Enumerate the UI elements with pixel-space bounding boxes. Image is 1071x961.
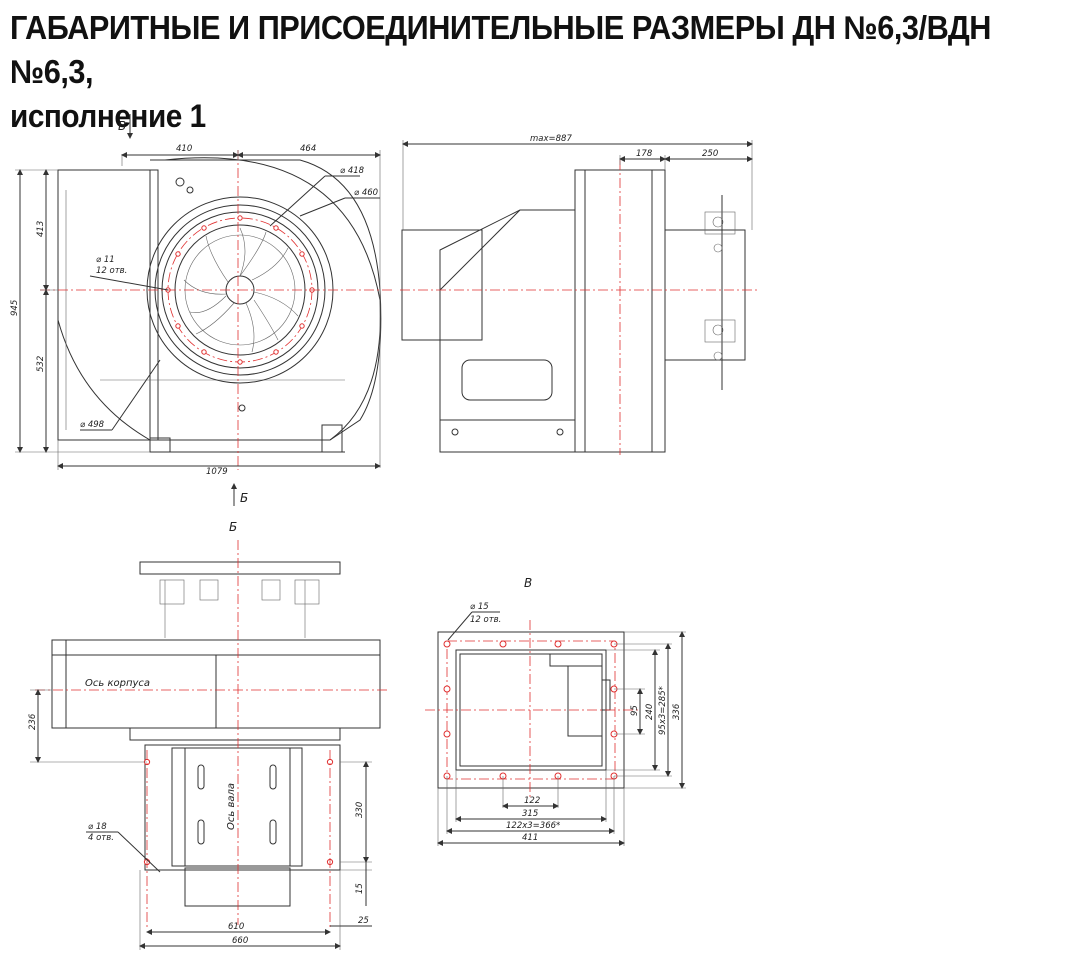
bottom-view: Б Ось корпуса Ось вала bbox=[28, 520, 390, 950]
dim-15: 15 bbox=[355, 883, 365, 894]
flange-dim-122: 122 bbox=[524, 796, 540, 806]
dim-330: 330 bbox=[355, 802, 365, 818]
front-view: 410 464 945 413 532 1079 ⌀ 418 ⌀ 460 ⌀ 1… bbox=[10, 114, 395, 506]
axis-body-label: Ось корпуса bbox=[85, 678, 150, 689]
flange-dim-122x3: 122x3=366* bbox=[506, 821, 560, 831]
page-title: ГАБАРИТНЫЕ И ПРИСОЕДИНИТЕЛЬНЫЕ РАЗМЕРЫ Д… bbox=[10, 6, 991, 138]
dim-d498: ⌀ 498 bbox=[80, 420, 105, 430]
dim-max887: max=887 bbox=[530, 134, 572, 144]
bottom-view-label: Б bbox=[229, 520, 237, 534]
flange-dim-95x3: 95x3=285* bbox=[658, 686, 668, 735]
dim-178: 178 bbox=[636, 149, 653, 159]
dim-236: 236 bbox=[28, 713, 38, 730]
dim-410: 410 bbox=[176, 144, 192, 154]
axis-shaft-label: Ось вала bbox=[226, 783, 237, 830]
dim-holes12: 12 отв. bbox=[96, 266, 127, 276]
arrow-label-v: В bbox=[118, 119, 126, 133]
flange-dim-315: 315 bbox=[522, 809, 538, 819]
dim-532: 532 bbox=[36, 356, 46, 372]
dim-945: 945 bbox=[10, 300, 20, 316]
dim-holes4: 4 отв. bbox=[88, 833, 114, 843]
side-view: max=887 178 250 bbox=[400, 134, 760, 455]
title-line-1: ГАБАРИТНЫЕ И ПРИСОЕДИНИТЕЛЬНЫЕ РАЗМЕРЫ Д… bbox=[10, 9, 991, 90]
dim-1079: 1079 bbox=[206, 467, 228, 477]
dim-d18: ⌀ 18 bbox=[88, 822, 107, 832]
dim-250: 250 bbox=[702, 149, 718, 159]
dim-d418: ⌀ 418 bbox=[340, 166, 365, 176]
dim-660: 660 bbox=[232, 936, 248, 946]
dim-610: 610 bbox=[228, 922, 244, 932]
dim-d460: ⌀ 460 bbox=[354, 188, 378, 198]
dim-25: 25 bbox=[358, 916, 369, 926]
flange-dim-95: 95 bbox=[630, 705, 640, 716]
flange-view: В ⌀ 15 12 отв. bbox=[425, 576, 686, 846]
dim-d11: ⌀ 11 bbox=[96, 255, 115, 265]
flange-dim-336: 336 bbox=[672, 703, 682, 720]
dim-464: 464 bbox=[300, 144, 316, 154]
flange-dim-240: 240 bbox=[645, 704, 655, 720]
flange-dim-holes12: 12 отв. bbox=[470, 615, 501, 625]
flange-view-label: В bbox=[524, 576, 532, 590]
arrow-label-b: Б bbox=[240, 491, 248, 505]
title-line-2: исполнение 1 bbox=[10, 98, 206, 134]
dim-413: 413 bbox=[36, 221, 46, 237]
flange-dim-411: 411 bbox=[522, 833, 538, 843]
flange-dim-d15: ⌀ 15 bbox=[470, 602, 489, 612]
